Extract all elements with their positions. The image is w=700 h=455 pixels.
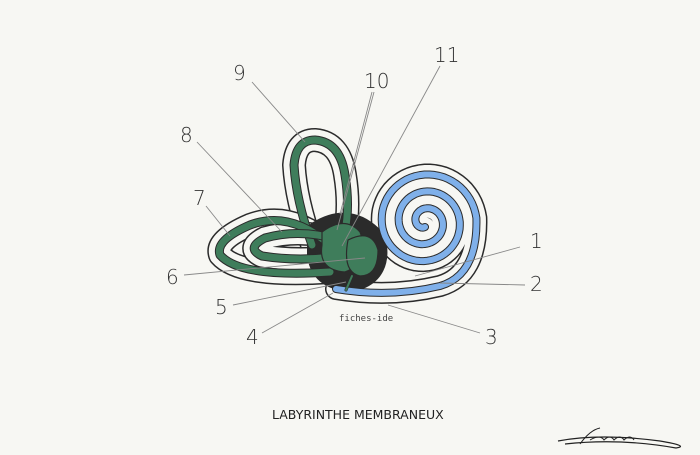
label-11: 11 bbox=[434, 43, 459, 67]
leader-line-4 bbox=[261, 292, 334, 334]
membranous-labyrinth bbox=[214, 135, 481, 297]
label-4: 4 bbox=[246, 325, 259, 349]
signature-letters-stroke bbox=[579, 427, 635, 445]
label-3: 3 bbox=[485, 325, 498, 349]
lateral-canal-membrane bbox=[250, 229, 344, 263]
leader-lines bbox=[183, 65, 526, 334]
signature-underline-stroke bbox=[557, 436, 681, 449]
label-7: 7 bbox=[193, 186, 206, 210]
leader-line-3 bbox=[387, 304, 481, 334]
leader-line-2 bbox=[439, 282, 526, 286]
superior-canal-membrane bbox=[290, 136, 351, 249]
label-9: 9 bbox=[233, 61, 246, 85]
leader-line-8 bbox=[196, 141, 283, 233]
saccule bbox=[345, 235, 379, 277]
leader-line-9 bbox=[251, 81, 306, 143]
leader-line-7 bbox=[205, 205, 231, 237]
posterior-canal-membrane bbox=[215, 217, 334, 277]
diagram-title: LABYRINTHE MEMBRANEUX bbox=[272, 407, 444, 422]
label-10: 10 bbox=[364, 69, 389, 93]
label-8: 8 bbox=[180, 123, 193, 147]
leader-line-5 bbox=[232, 281, 347, 306]
leader-line-10b bbox=[336, 91, 375, 231]
leader-line-6 bbox=[183, 257, 366, 276]
signature bbox=[557, 427, 681, 449]
leader-line-11 bbox=[341, 65, 441, 247]
ductus-reuniens-fill bbox=[345, 275, 353, 291]
watermark: fiches-ide bbox=[339, 314, 393, 324]
label-5: 5 bbox=[215, 295, 228, 319]
leader-line-10a bbox=[339, 91, 373, 215]
leader-line-1 bbox=[414, 246, 521, 277]
cochlear-duct bbox=[333, 171, 480, 296]
label-6: 6 bbox=[166, 265, 179, 289]
label-2: 2 bbox=[530, 272, 543, 296]
number-labels: 1 2 3 4 5 6 7 8 9 10 11 bbox=[166, 43, 543, 349]
label-1: 1 bbox=[530, 229, 543, 253]
